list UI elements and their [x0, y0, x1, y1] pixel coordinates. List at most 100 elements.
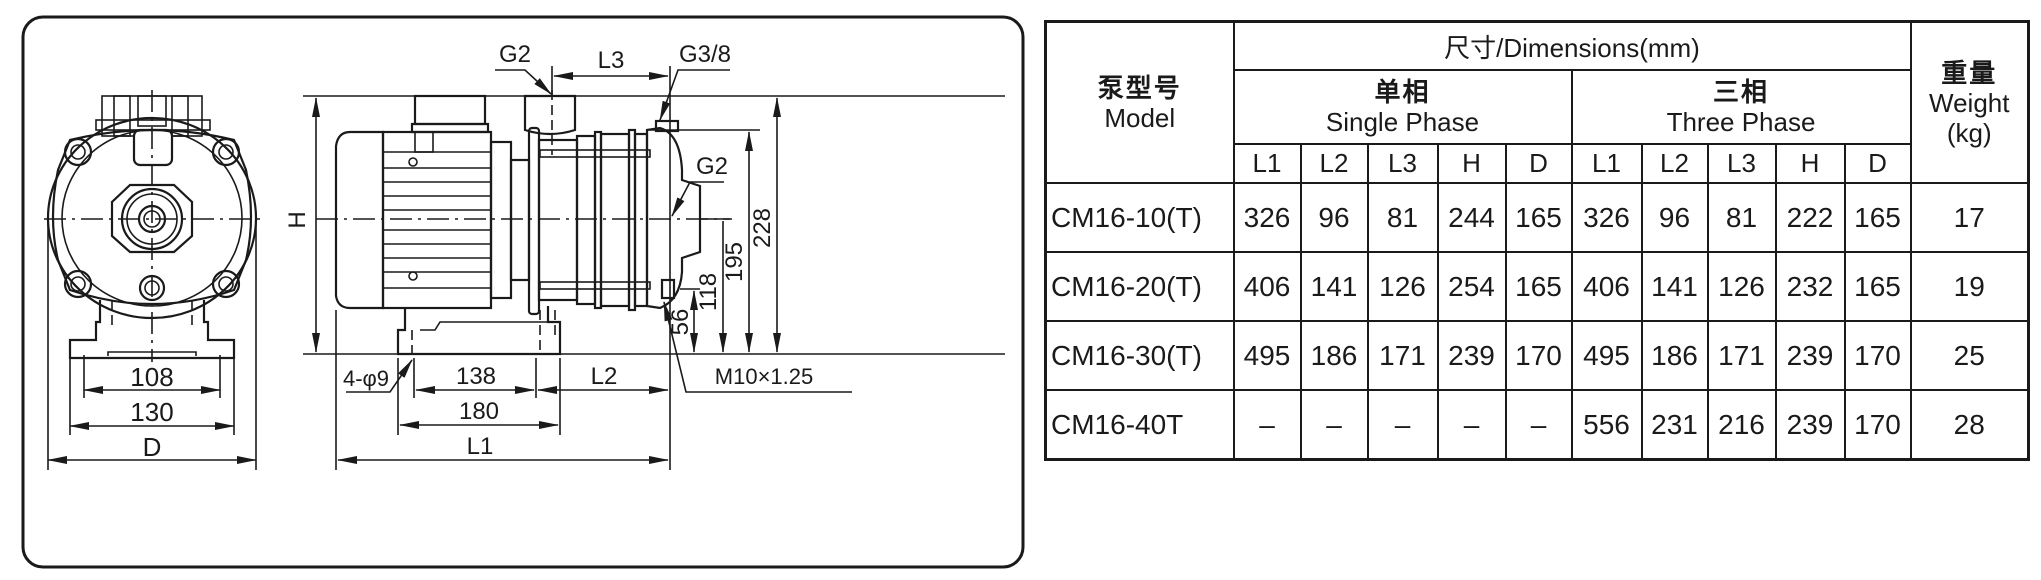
three-d-cell: 165: [1843, 182, 1912, 253]
table-row: CM16-20(T) 406 141 126 254 165 406 141 1…: [1044, 251, 2030, 322]
three-d-header: D: [1843, 143, 1912, 184]
dim-l1-label: L1: [467, 433, 494, 460]
dim-h-label: H: [284, 211, 311, 228]
model-header-en: Model: [1104, 102, 1176, 133]
motor-fins: [383, 151, 491, 289]
single-l3-cell: 171: [1366, 320, 1439, 391]
drawing-frame: [21, 15, 1025, 569]
single-h-cell: 254: [1436, 251, 1507, 322]
single-l1-cell: 406: [1232, 251, 1302, 322]
three-h-cell: 232: [1774, 251, 1846, 322]
weight-cell: 19: [1909, 251, 2030, 322]
drain-thread-label: M10×1.25: [715, 364, 813, 389]
pump-dimension-drawing: 108 130 D H: [21, 15, 1025, 569]
three-l1-cell: 495: [1570, 320, 1643, 391]
three-l1-cell: 326: [1570, 182, 1643, 253]
weight-header-cn: 重量: [1941, 57, 1998, 88]
table-row: CM16-10(T) 326 96 81 244 165 326 96 81 2…: [1044, 182, 2030, 253]
three-h-cell: 222: [1774, 182, 1846, 253]
model-cell: CM16-20(T): [1044, 251, 1235, 322]
weight-cell: 25: [1909, 320, 2030, 391]
single-l3-cell: 126: [1366, 251, 1439, 322]
dim-l3-label: L3: [598, 47, 625, 74]
model-header-cn: 泵型号: [1097, 72, 1182, 103]
single-l1-cell: 326: [1232, 182, 1302, 253]
single-l3-cell: –: [1366, 389, 1439, 461]
single-d-cell: 170: [1504, 320, 1573, 391]
table-row: CM16-30(T) 495 186 171 239 170 495 186 1…: [1044, 320, 2030, 391]
single-l2-cell: 186: [1299, 320, 1369, 391]
single-l2-cell: –: [1299, 389, 1369, 461]
single-d-cell: 165: [1504, 182, 1573, 253]
single-l1-header: L1: [1232, 143, 1302, 184]
three-l3-cell: 216: [1706, 389, 1777, 461]
single-l2-cell: 141: [1299, 251, 1369, 322]
weight-cell: 28: [1909, 389, 2030, 461]
model-cell: CM16-40T: [1044, 389, 1235, 461]
header-row-3: L1 L2 L3 H D L1 L2 L3 H D: [1046, 143, 2029, 184]
single-h-cell: 244: [1436, 182, 1507, 253]
model-cell: CM16-30(T): [1044, 320, 1235, 391]
three-d-cell: 170: [1843, 389, 1912, 461]
three-l1-cell: 556: [1570, 389, 1643, 461]
three-l3-cell: 126: [1706, 251, 1777, 322]
dim-180-label: 180: [459, 398, 499, 425]
weight-header-unit: (kg): [1946, 117, 1992, 148]
vent-g3-8-label: G3/8: [679, 41, 731, 68]
weight-cell: 17: [1909, 182, 2030, 253]
single-l2-cell: 96: [1299, 182, 1369, 253]
three-h-cell: 239: [1774, 389, 1846, 461]
three-l3-header: L3: [1706, 143, 1777, 184]
single-l1-cell: –: [1232, 389, 1302, 461]
three-l2-header: L2: [1640, 143, 1709, 184]
dim-195-label: 195: [721, 242, 748, 282]
single-l2-header: L2: [1299, 143, 1369, 184]
three-l2-cell: 186: [1640, 320, 1709, 391]
three-l2-cell: 231: [1640, 389, 1709, 461]
dim-130-label: 130: [130, 397, 173, 427]
single-h-cell: 239: [1436, 320, 1507, 391]
single-phase-header: 单相 Single Phase: [1232, 69, 1573, 145]
model-header: 泵型号 Model: [1044, 20, 1235, 184]
side-view: H: [284, 41, 1005, 470]
three-l3-cell: 81: [1706, 182, 1777, 253]
three-d-cell: 165: [1843, 251, 1912, 322]
three-h-header: H: [1774, 143, 1846, 184]
weight-header-en: Weight: [1929, 87, 2010, 118]
dim-138-label: 138: [456, 363, 496, 390]
single-l3-header: L3: [1366, 143, 1439, 184]
three-l2-cell: 96: [1640, 182, 1709, 253]
single-l1-cell: 495: [1232, 320, 1302, 391]
single-phase-en: Single Phase: [1325, 107, 1480, 137]
three-l3-cell: 171: [1706, 320, 1777, 391]
dimension-table: 泵型号 Model 尺寸/Dimensions(mm) 重量 Weight (k…: [1044, 20, 2030, 461]
three-phase-header: 三相 Three Phase: [1570, 69, 1912, 145]
single-d-cell: 165: [1504, 251, 1573, 322]
three-l2-cell: 141: [1640, 251, 1709, 322]
single-d-cell: –: [1504, 389, 1573, 461]
three-l1-cell: 406: [1570, 251, 1643, 322]
three-phase-en: Three Phase: [1666, 107, 1816, 137]
dim-l2-label: L2: [591, 363, 618, 390]
mounting-holes-label: 4-φ9: [343, 366, 389, 391]
single-l3-cell: 81: [1366, 182, 1439, 253]
single-d-header: D: [1504, 143, 1573, 184]
dim-d-label: D: [143, 432, 162, 462]
three-l1-header: L1: [1570, 143, 1643, 184]
inlet-g2-label: G2: [499, 41, 531, 68]
front-bolts: [63, 137, 241, 299]
outlet-g2-label: G2: [696, 153, 728, 180]
dim-228-label: 228: [749, 208, 776, 248]
weight-header: 重量 Weight (kg): [1909, 20, 2030, 184]
header-row-2: 单相 Single Phase 三相 Three Phase: [1046, 69, 2029, 145]
dimensions-header: 尺寸/Dimensions(mm): [1232, 20, 1912, 71]
dim-118-label: 118: [695, 273, 722, 311]
dim-108-label: 108: [130, 362, 173, 392]
header-row-1: 泵型号 Model 尺寸/Dimensions(mm) 重量 Weight (k…: [1044, 20, 2030, 184]
single-phase-cn: 单相: [1374, 77, 1431, 107]
table-row: CM16-40T – – – – – 556 231 216 239 170 2…: [1044, 389, 2030, 461]
single-h-cell: –: [1436, 389, 1507, 461]
three-h-cell: 239: [1774, 320, 1846, 391]
single-h-header: H: [1436, 143, 1507, 184]
model-cell: CM16-10(T): [1044, 182, 1235, 253]
